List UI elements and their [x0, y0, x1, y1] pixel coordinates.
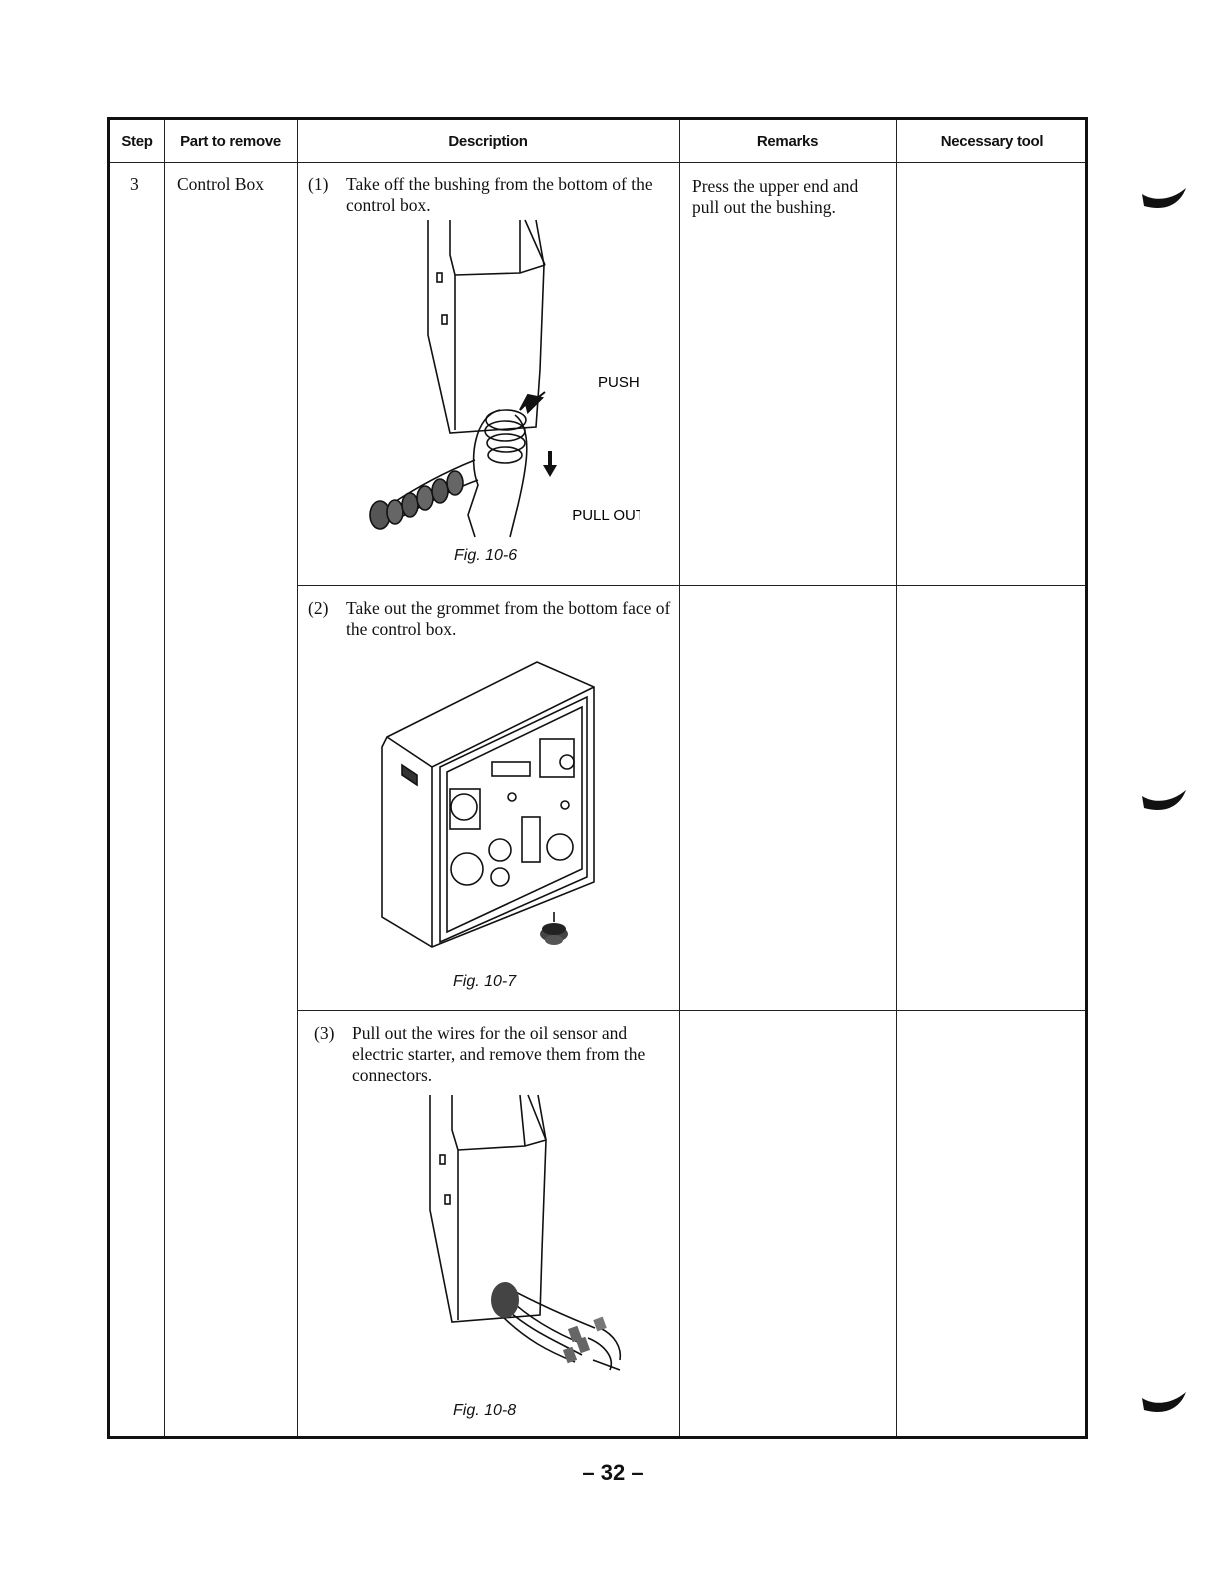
column-divider: [164, 120, 165, 1436]
part-name: Control Box: [177, 174, 265, 194]
header-part-to-remove: Part to remove: [180, 132, 281, 150]
figure-wire-connectors: [429, 1094, 622, 1371]
header-necessary-tool: Necessary tool: [940, 132, 1044, 150]
item-text: Take out the grommet from the bottom fac…: [346, 598, 671, 639]
item-number: (1): [308, 174, 329, 194]
push-label: PUSH: [598, 374, 640, 391]
item-number: (3): [314, 1023, 335, 1043]
column-divider: [896, 120, 897, 1436]
item-text: Pull out the wires for the oil sensor an…: [352, 1023, 646, 1085]
header-step: Step: [121, 132, 153, 150]
description-item-1: (1) Take off the bushing from the bottom…: [308, 174, 680, 234]
procedure-table: Step Part to remove Description Remarks …: [107, 117, 1088, 1439]
item-text: Take off the bushing from the bottom of …: [346, 174, 653, 215]
binder-tab-mark: [1142, 1392, 1186, 1412]
description-item-3: (3) Pull out the wires for the oil senso…: [314, 1023, 680, 1087]
page-number: – 32 –: [582, 1460, 644, 1485]
column-divider: [297, 120, 298, 1436]
row-divider: [297, 585, 1085, 586]
figure-caption: Fig. 10-6: [454, 547, 518, 564]
description-item-2: (2) Take out the grommet from the bottom…: [308, 598, 680, 658]
header-divider: [110, 162, 1085, 163]
item-number: (2): [308, 598, 329, 618]
binder-tab-mark: [1142, 188, 1186, 208]
figure-bushing-removal: PUSH PULL OUT: [369, 219, 640, 538]
column-divider: [679, 120, 680, 1436]
header-remarks: Remarks: [756, 132, 819, 150]
row-divider: [297, 1010, 1085, 1011]
figure-caption: Fig. 10-8: [453, 1402, 517, 1419]
step-number: 3: [130, 174, 139, 194]
header-description: Description: [448, 132, 528, 150]
pull-out-label: PULL OUT: [572, 507, 640, 524]
figure-control-box-grommet: [381, 661, 595, 948]
binder-tab-mark: [1142, 790, 1186, 810]
remark-item-1: Press the upper end and pull out the bus…: [692, 176, 859, 217]
figure-caption: Fig. 10-7: [453, 973, 517, 990]
